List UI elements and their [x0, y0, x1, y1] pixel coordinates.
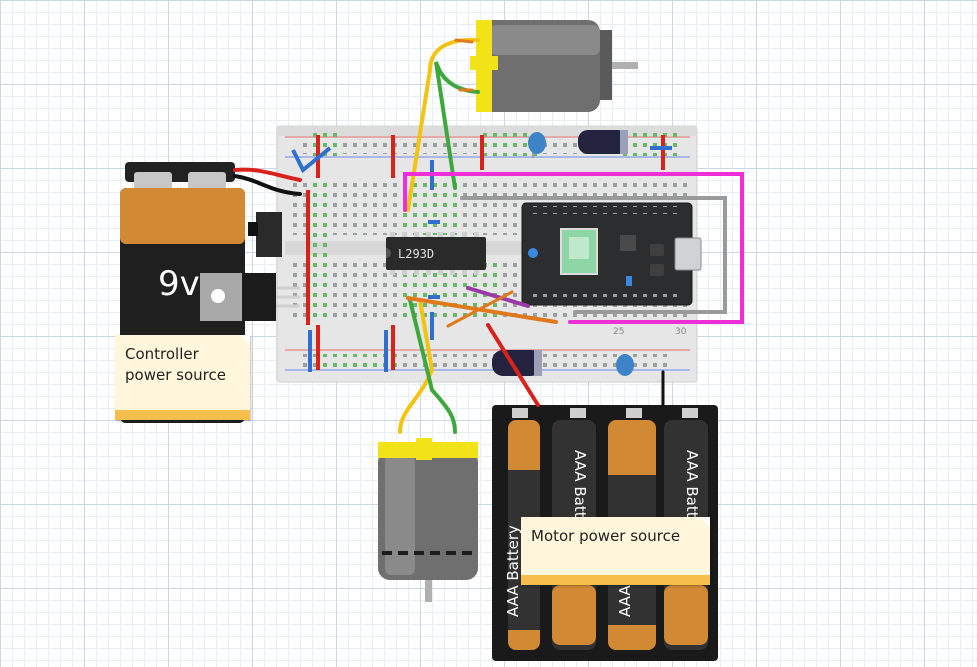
capacitor-ceramic-top	[528, 132, 546, 158]
battery-9v-label: 9v	[158, 264, 200, 304]
l293d-chip: L293D	[386, 232, 486, 275]
rail-wires	[291, 135, 672, 372]
slide-switch	[248, 212, 282, 257]
wires	[233, 37, 744, 434]
capacitor-electrolytic-top	[578, 130, 628, 154]
motor-top	[470, 20, 638, 112]
note-controller-text: Controller power source	[125, 345, 226, 384]
microcontroller-board	[521, 202, 702, 306]
motor-bottom	[378, 438, 478, 602]
note-controller-power-source: Controller power source	[115, 335, 250, 420]
capacitor-ceramic-bottom	[616, 354, 634, 376]
breadboard-col-30: 30	[675, 327, 687, 337]
aaa-cell-1-label: AAA Battery	[504, 525, 522, 617]
note-motor-power-source: Motor power source	[521, 517, 710, 585]
breadboard-col-25: 25	[613, 327, 624, 337]
voltage-regulator	[200, 273, 300, 321]
note-motor-text: Motor power source	[531, 527, 681, 545]
chip-label: L293D	[398, 247, 434, 261]
capacitor-electrolytic-bottom	[492, 350, 542, 376]
